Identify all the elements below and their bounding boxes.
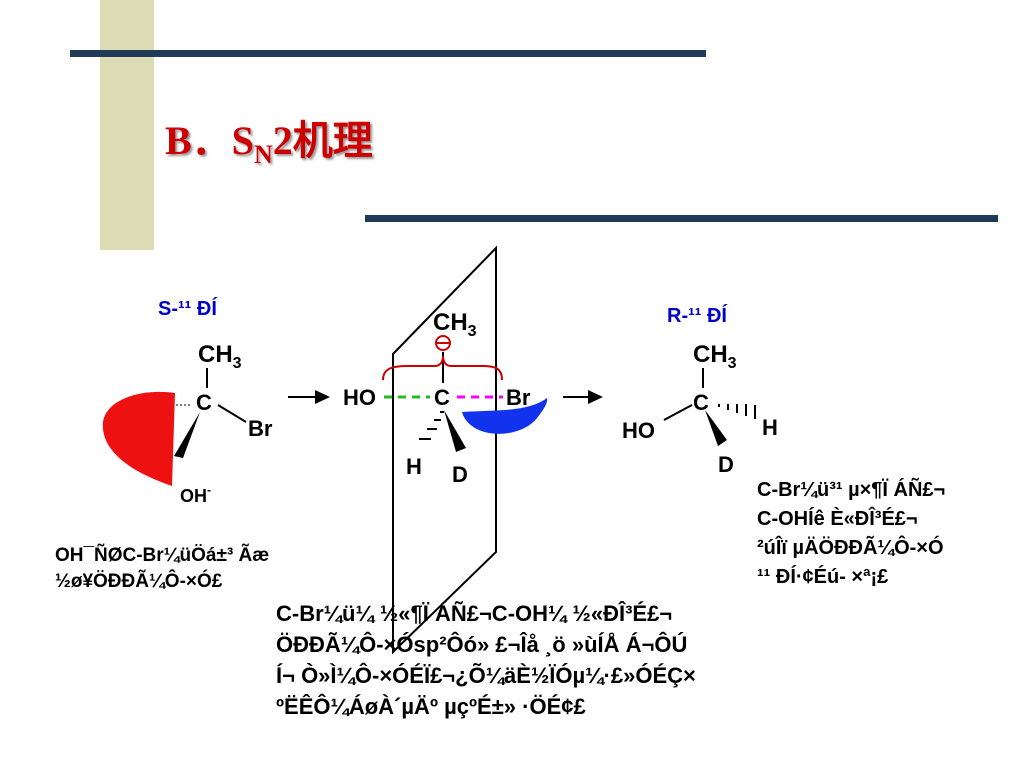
reactant-carbon: C: [196, 390, 212, 415]
ts-bracket: [382, 355, 503, 381]
note-bottom-line: ÖÐÐÃ¼Ô-×Ósp²Ôó» £¬Îå ¸ö »ùÍÅ Á¬ÔÚ: [276, 632, 688, 657]
arrow-2-head: [588, 390, 603, 404]
note-right-line: C-OHÍê È«ÐÎ³É£¬: [757, 508, 918, 530]
note-bottom-line: ºËÊÔ¼ÁøÀ´µÄº µçºÉ±» ·ÖÉ¢£: [276, 694, 586, 719]
product-bond-ho: [663, 404, 693, 421]
reactant-wedge: [174, 412, 200, 458]
product-h: H: [762, 415, 778, 440]
arrow-1-head: [315, 390, 330, 404]
product-d: D: [718, 452, 734, 477]
ts-ch3: CH3: [433, 309, 477, 340]
ts-d: D: [452, 462, 468, 487]
reactant-br: Br: [248, 416, 273, 441]
ts-br: Br: [506, 385, 531, 410]
ts-carbon: C: [434, 385, 450, 410]
reactant-ch3: CH3: [198, 341, 242, 372]
middle-rule: [365, 215, 998, 222]
reactant-bond-br: [217, 404, 247, 423]
note-right-line: ²úÎï µÄÖÐÐÃ¼Ô-×Ó: [757, 537, 944, 559]
ts-ho: HO: [343, 385, 376, 410]
note-left: OH¯ÑØC-Br¼üÖá±³ Ãæ ½ø¥ÖÐÐÃ¼Ô-×Ó£: [55, 543, 277, 595]
ts-hash-bond: [419, 411, 444, 440]
note-right: C-Br¼ü³¹ µ×¶Ï ÁÑ£¬ C-OHÍê È«ÐÎ³É£¬ ²úÎï …: [757, 476, 984, 592]
slide-title: B．SN2机理: [165, 118, 373, 169]
note-bottom: C-Br¼ü¼ ½«¶Ï ÁÑ£¬C-OH¼ ½«ÐÎ³É£¬ ÖÐÐÃ¼Ô-×…: [276, 598, 722, 722]
transition-plane: [392, 245, 497, 655]
note-left-line: ½ø¥ÖÐÐÃ¼Ô-×Ó£: [55, 571, 223, 592]
note-bottom-line: Í¬ Ò»Ì¼Ô-×ÓÉÏ£¬¿Õ¼äÈ½ÏÓµ¼·£»ÓÉÇ×: [276, 663, 696, 688]
product-hash-bond: [718, 404, 756, 419]
product-wedge: [705, 410, 727, 446]
note-bottom-line: C-Br¼ü¼ ½«¶Ï ÁÑ£¬C-OH¼ ½«ÐÎ³É£¬: [276, 601, 673, 626]
decorative-stripe: [100, 0, 154, 250]
product-config-label: R-¹¹ ÐÍ: [667, 304, 727, 327]
nucleophile: OH-: [180, 483, 211, 506]
reactant-config-label: S-¹¹ ÐÍ: [158, 297, 217, 320]
top-rule: [70, 50, 706, 57]
product-carbon: C: [693, 390, 709, 415]
product-ch3: CH3: [693, 341, 737, 372]
note-left-line: OH¯ÑØC-Br¼üÖá±³ Ãæ: [55, 545, 270, 566]
ts-h: H: [406, 454, 422, 479]
note-right-line: ¹¹ ÐÍ·¢Éú- ×ª¡£: [757, 566, 889, 588]
leaving-group-lobe: [462, 398, 548, 434]
product-ho: HO: [622, 418, 655, 443]
nucleophile-lobe: [102, 391, 175, 486]
note-right-line: C-Br¼ü³¹ µ×¶Ï ÁÑ£¬: [757, 479, 946, 501]
ts-wedge: [444, 410, 466, 452]
